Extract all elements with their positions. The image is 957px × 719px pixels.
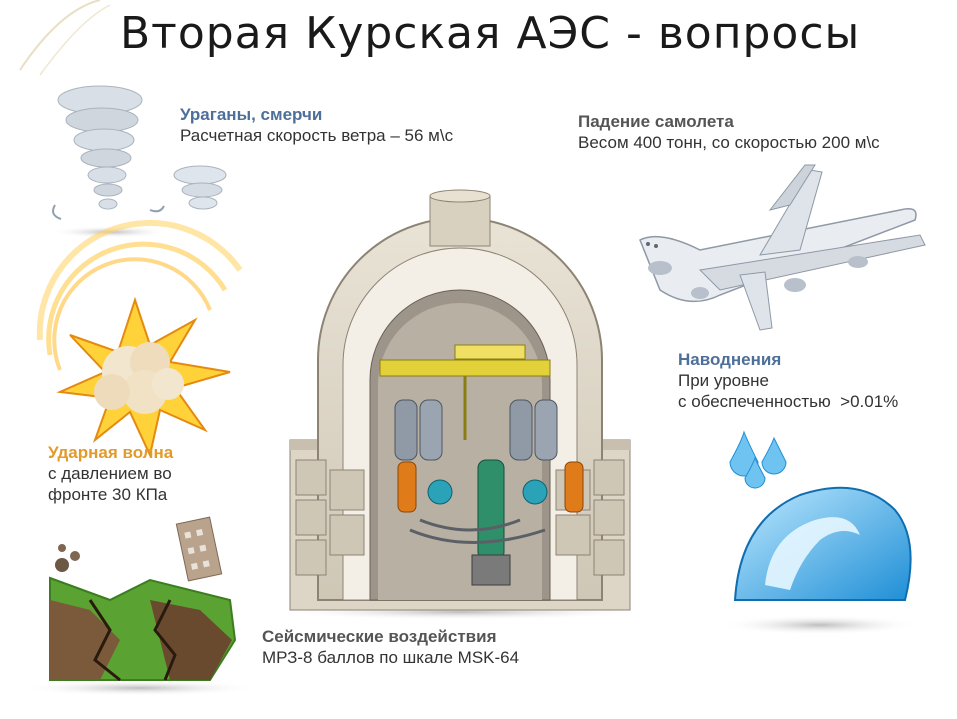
tornado-icon <box>50 85 227 238</box>
hazard-aircraft: Падение самолета Весом 400 тонн, со скор… <box>578 112 880 153</box>
hazard-shockwave: Ударная волна с давлением во фронте 30 К… <box>48 443 173 505</box>
flood-line1: При уровне <box>678 371 769 390</box>
shockwave-heading: Ударная волна <box>48 443 174 462</box>
aircraft-text: Весом 400 тонн, со скоростью 200 м\с <box>578 133 880 152</box>
flood-line2: с обеспеченностью >0.01% <box>678 392 899 411</box>
hazard-hurricane: Ураганы, смерчи Расчетная скорость ветра… <box>180 105 453 146</box>
page-title: Вторая Курская АЭС - вопросы <box>120 8 861 59</box>
airplane-icon <box>639 164 926 331</box>
hazard-flood: Наводнения При уровне с обеспеченностью … <box>678 350 898 412</box>
seismic-heading: Сейсмические воздействия <box>262 627 497 646</box>
hazard-seismic: Сейсмические воздействия МРЗ-8 баллов по… <box>262 627 519 668</box>
wave-icon <box>720 430 920 635</box>
hurricane-text: Расчетная скорость ветра – 56 м\с <box>180 126 454 145</box>
shockwave-line1: с давлением во <box>48 464 172 483</box>
aircraft-heading: Падение самолета <box>578 112 734 131</box>
shockwave-line2: фронте 30 КПа <box>48 485 168 504</box>
corner-decoration <box>19 0 111 76</box>
hurricane-heading: Ураганы, смерчи <box>180 105 323 124</box>
explosion-icon <box>36 219 243 459</box>
earthquake-icon <box>20 516 260 696</box>
seismic-text: МРЗ-8 баллов по шкале MSK-64 <box>262 648 520 667</box>
flood-heading: Наводнения <box>678 350 782 369</box>
reactor-building-illustration <box>270 189 650 620</box>
